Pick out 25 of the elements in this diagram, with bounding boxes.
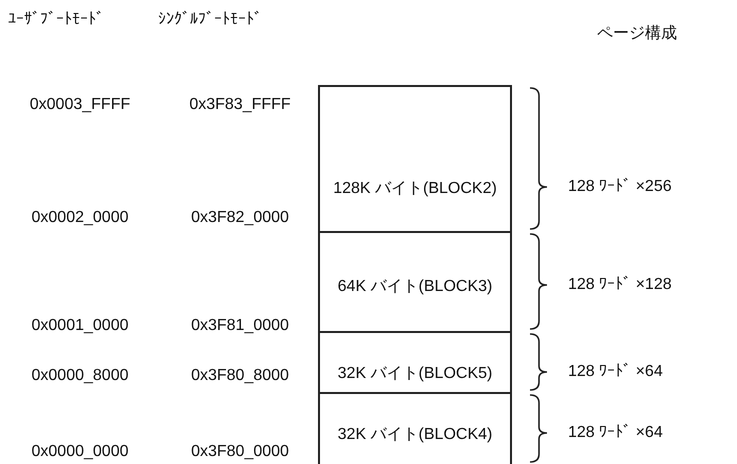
address-label: 0x3F81_0000 [191,318,289,334]
address-label: 0x3F80_0000 [191,444,289,460]
block-label: 64K バイト(BLOCK3) [338,279,492,295]
address-label: 0x0003_FFFF [30,97,130,113]
address-label: 0x3F82_0000 [191,210,289,226]
block-label: 128K バイト(BLOCK2) [333,181,497,197]
column-heading: ページ構成 [597,26,677,42]
memory-block [318,331,512,394]
memory-block [318,85,512,233]
address-label: 0x0000_8000 [32,368,128,384]
page-size-label: 128 ﾜｰﾄﾞ ×64 [568,425,663,441]
memory-block [318,392,512,464]
page-size-label: 128 ﾜｰﾄﾞ ×128 [568,277,672,293]
mode-heading: ﾕｰｻﾞﾌﾞｰﾄﾓｰﾄﾞ [8,12,104,28]
block-label: 32K バイト(BLOCK5) [338,366,492,382]
memory-block [318,231,512,333]
address-label: 0x0002_0000 [32,210,128,226]
page-size-label: 128 ﾜｰﾄﾞ ×256 [568,179,672,195]
mode-heading: ｼﾝｸﾞﾙﾌﾞｰﾄﾓｰﾄﾞ [158,12,262,28]
address-label: 0x0000_0000 [32,444,128,460]
address-label: 0x0001_0000 [32,318,128,334]
page-size-label: 128 ﾜｰﾄﾞ ×64 [568,364,663,380]
address-label: 0x3F80_8000 [191,368,289,384]
address-label: 0x3F83_FFFF [189,97,291,113]
block-label: 32K バイト(BLOCK4) [338,427,492,443]
